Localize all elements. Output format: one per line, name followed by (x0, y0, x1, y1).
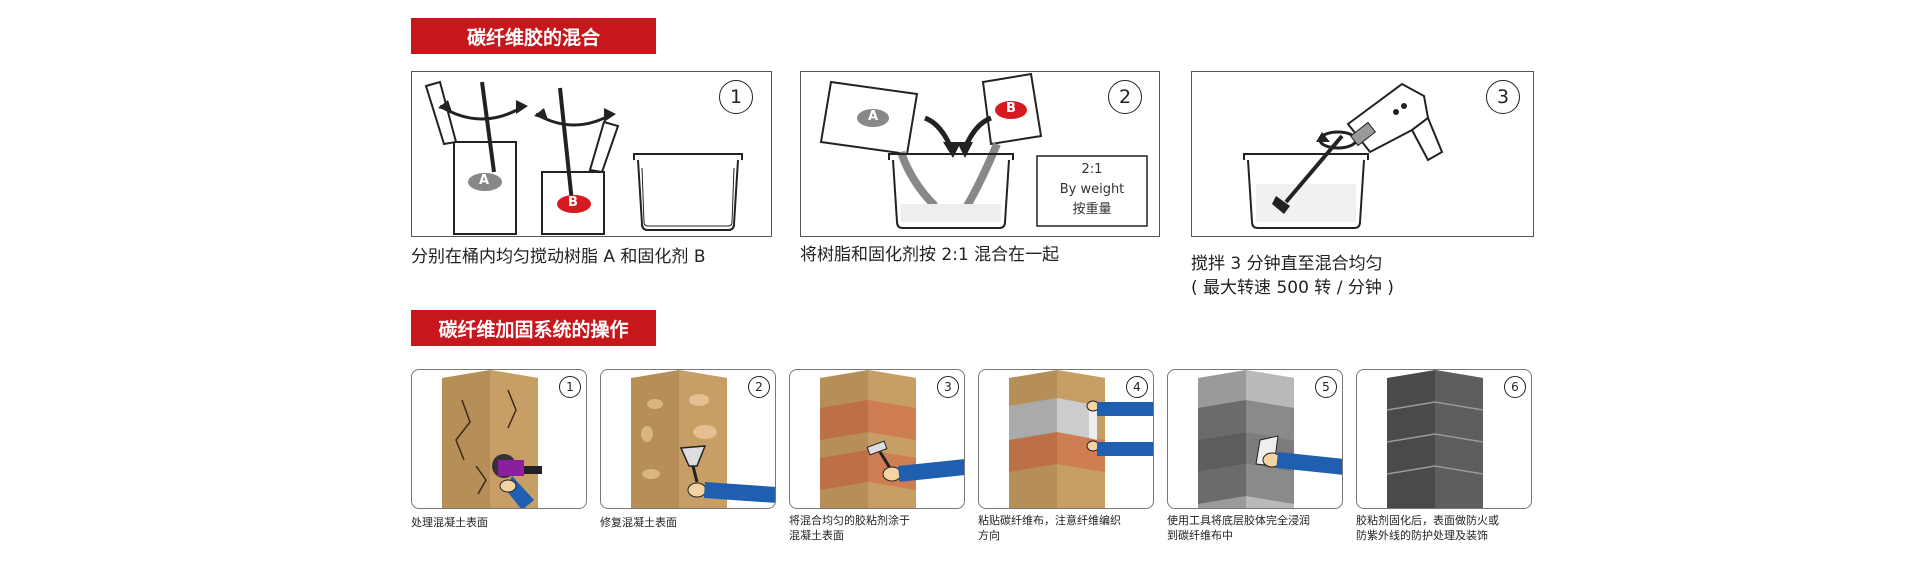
finished-column-illustration (1386, 370, 1484, 508)
step-number-badge: 4 (1126, 376, 1148, 398)
component-b-label: B (1006, 101, 1016, 116)
apply-step-1-caption: 处理混凝土表面 (411, 516, 488, 529)
step-number-badge: 2 (748, 376, 770, 398)
step-number-badge: 6 (1504, 376, 1526, 398)
bucket-b-label: B (568, 195, 578, 210)
apply-step-4-caption-line-1: 粘贴碳纤维布，注意纤维编织 (978, 514, 1121, 527)
mix-step-1-panel: A B 1 (411, 71, 772, 237)
apply-step-4-card: 4 (978, 369, 1154, 509)
mix-ratio-basis-cn: 按重量 (1072, 202, 1112, 217)
component-a-label: A (868, 109, 879, 124)
section-title-mixing: 碳纤维胶的混合 (411, 18, 656, 54)
apply-step-5-caption-line-2: 到碳纤维布中 (1167, 529, 1233, 542)
step-number-badge: 2 (1108, 80, 1142, 114)
step-number-badge: 3 (937, 376, 959, 398)
mix-step-3-caption-line-2: ( 最大转速 500 转 / 分钟 ) (1191, 278, 1394, 298)
apply-step-5-card: 5 (1167, 369, 1343, 509)
repair-surface-illustration (631, 370, 775, 508)
apply-step-3-caption-line-1: 将混合均匀的胶粘剂涂于 (789, 514, 910, 527)
mix-step-3-panel: 3 (1191, 71, 1534, 237)
apply-step-3-caption: 将混合均匀的胶粘剂涂于 混凝土表面 (789, 513, 910, 543)
mix-step-3-caption-line-1: 搅拌 3 分钟直至混合均匀 (1191, 254, 1383, 274)
step-number-badge: 3 (1486, 80, 1520, 114)
section-title-application: 碳纤维加固系统的操作 (411, 310, 656, 346)
step-number-badge: 1 (559, 376, 581, 398)
apply-adhesive-illustration (820, 370, 964, 508)
apply-step-2-caption: 修复混凝土表面 (600, 516, 677, 529)
apply-step-6-card: 6 (1356, 369, 1532, 509)
apply-step-3-caption-line-2: 混凝土表面 (789, 529, 844, 542)
grind-surface-illustration (442, 370, 542, 508)
apply-step-3-card: 3 (789, 369, 965, 509)
mix-step-2-panel: A B 2:1 By weight 按重量 2 (800, 71, 1160, 237)
apply-step-6-caption: 胶粘剂固化后，表面做防火或 防紫外线的防护处理及装饰 (1356, 513, 1499, 543)
mix-ratio-box: 2:1 By weight 按重量 (1037, 160, 1147, 220)
paste-fiber-sheet-illustration (1009, 370, 1153, 508)
mix-ratio-basis-en: By weight (1059, 182, 1125, 197)
combine-components-illustration (819, 72, 1148, 229)
mix-step-2-caption: 将树脂和固化剂按 2:1 混合在一起 (800, 245, 1060, 265)
power-drill-mixing-illustration (1243, 82, 1444, 229)
apply-step-4-caption-line-2: 方向 (978, 529, 1000, 542)
stir-buckets-illustration (424, 80, 743, 235)
saturate-fiber-illustration (1198, 370, 1342, 508)
apply-step-6-caption-line-1: 胶粘剂固化后，表面做防火或 (1356, 514, 1499, 527)
mix-step-1-caption: 分别在桶内均匀搅动树脂 A 和固化剂 B (411, 247, 706, 267)
apply-step-2-card: 2 (600, 369, 776, 509)
step-number-badge: 5 (1315, 376, 1337, 398)
bucket-a-label: A (479, 173, 490, 188)
apply-step-4-caption: 粘贴碳纤维布，注意纤维编织 方向 (978, 513, 1121, 543)
apply-step-6-caption-line-2: 防紫外线的防护处理及装饰 (1356, 529, 1488, 542)
apply-step-1-card: 1 (411, 369, 587, 509)
mix-step-3-caption: 搅拌 3 分钟直至混合均匀 ( 最大转速 500 转 / 分钟 ) (1191, 252, 1394, 300)
apply-step-5-caption: 使用工具将底层胶体完全浸润 到碳纤维布中 (1167, 513, 1310, 543)
apply-step-5-caption-line-1: 使用工具将底层胶体完全浸润 (1167, 514, 1310, 527)
step-number-badge: 1 (719, 80, 753, 114)
mix-ratio-value: 2:1 (1081, 162, 1103, 177)
